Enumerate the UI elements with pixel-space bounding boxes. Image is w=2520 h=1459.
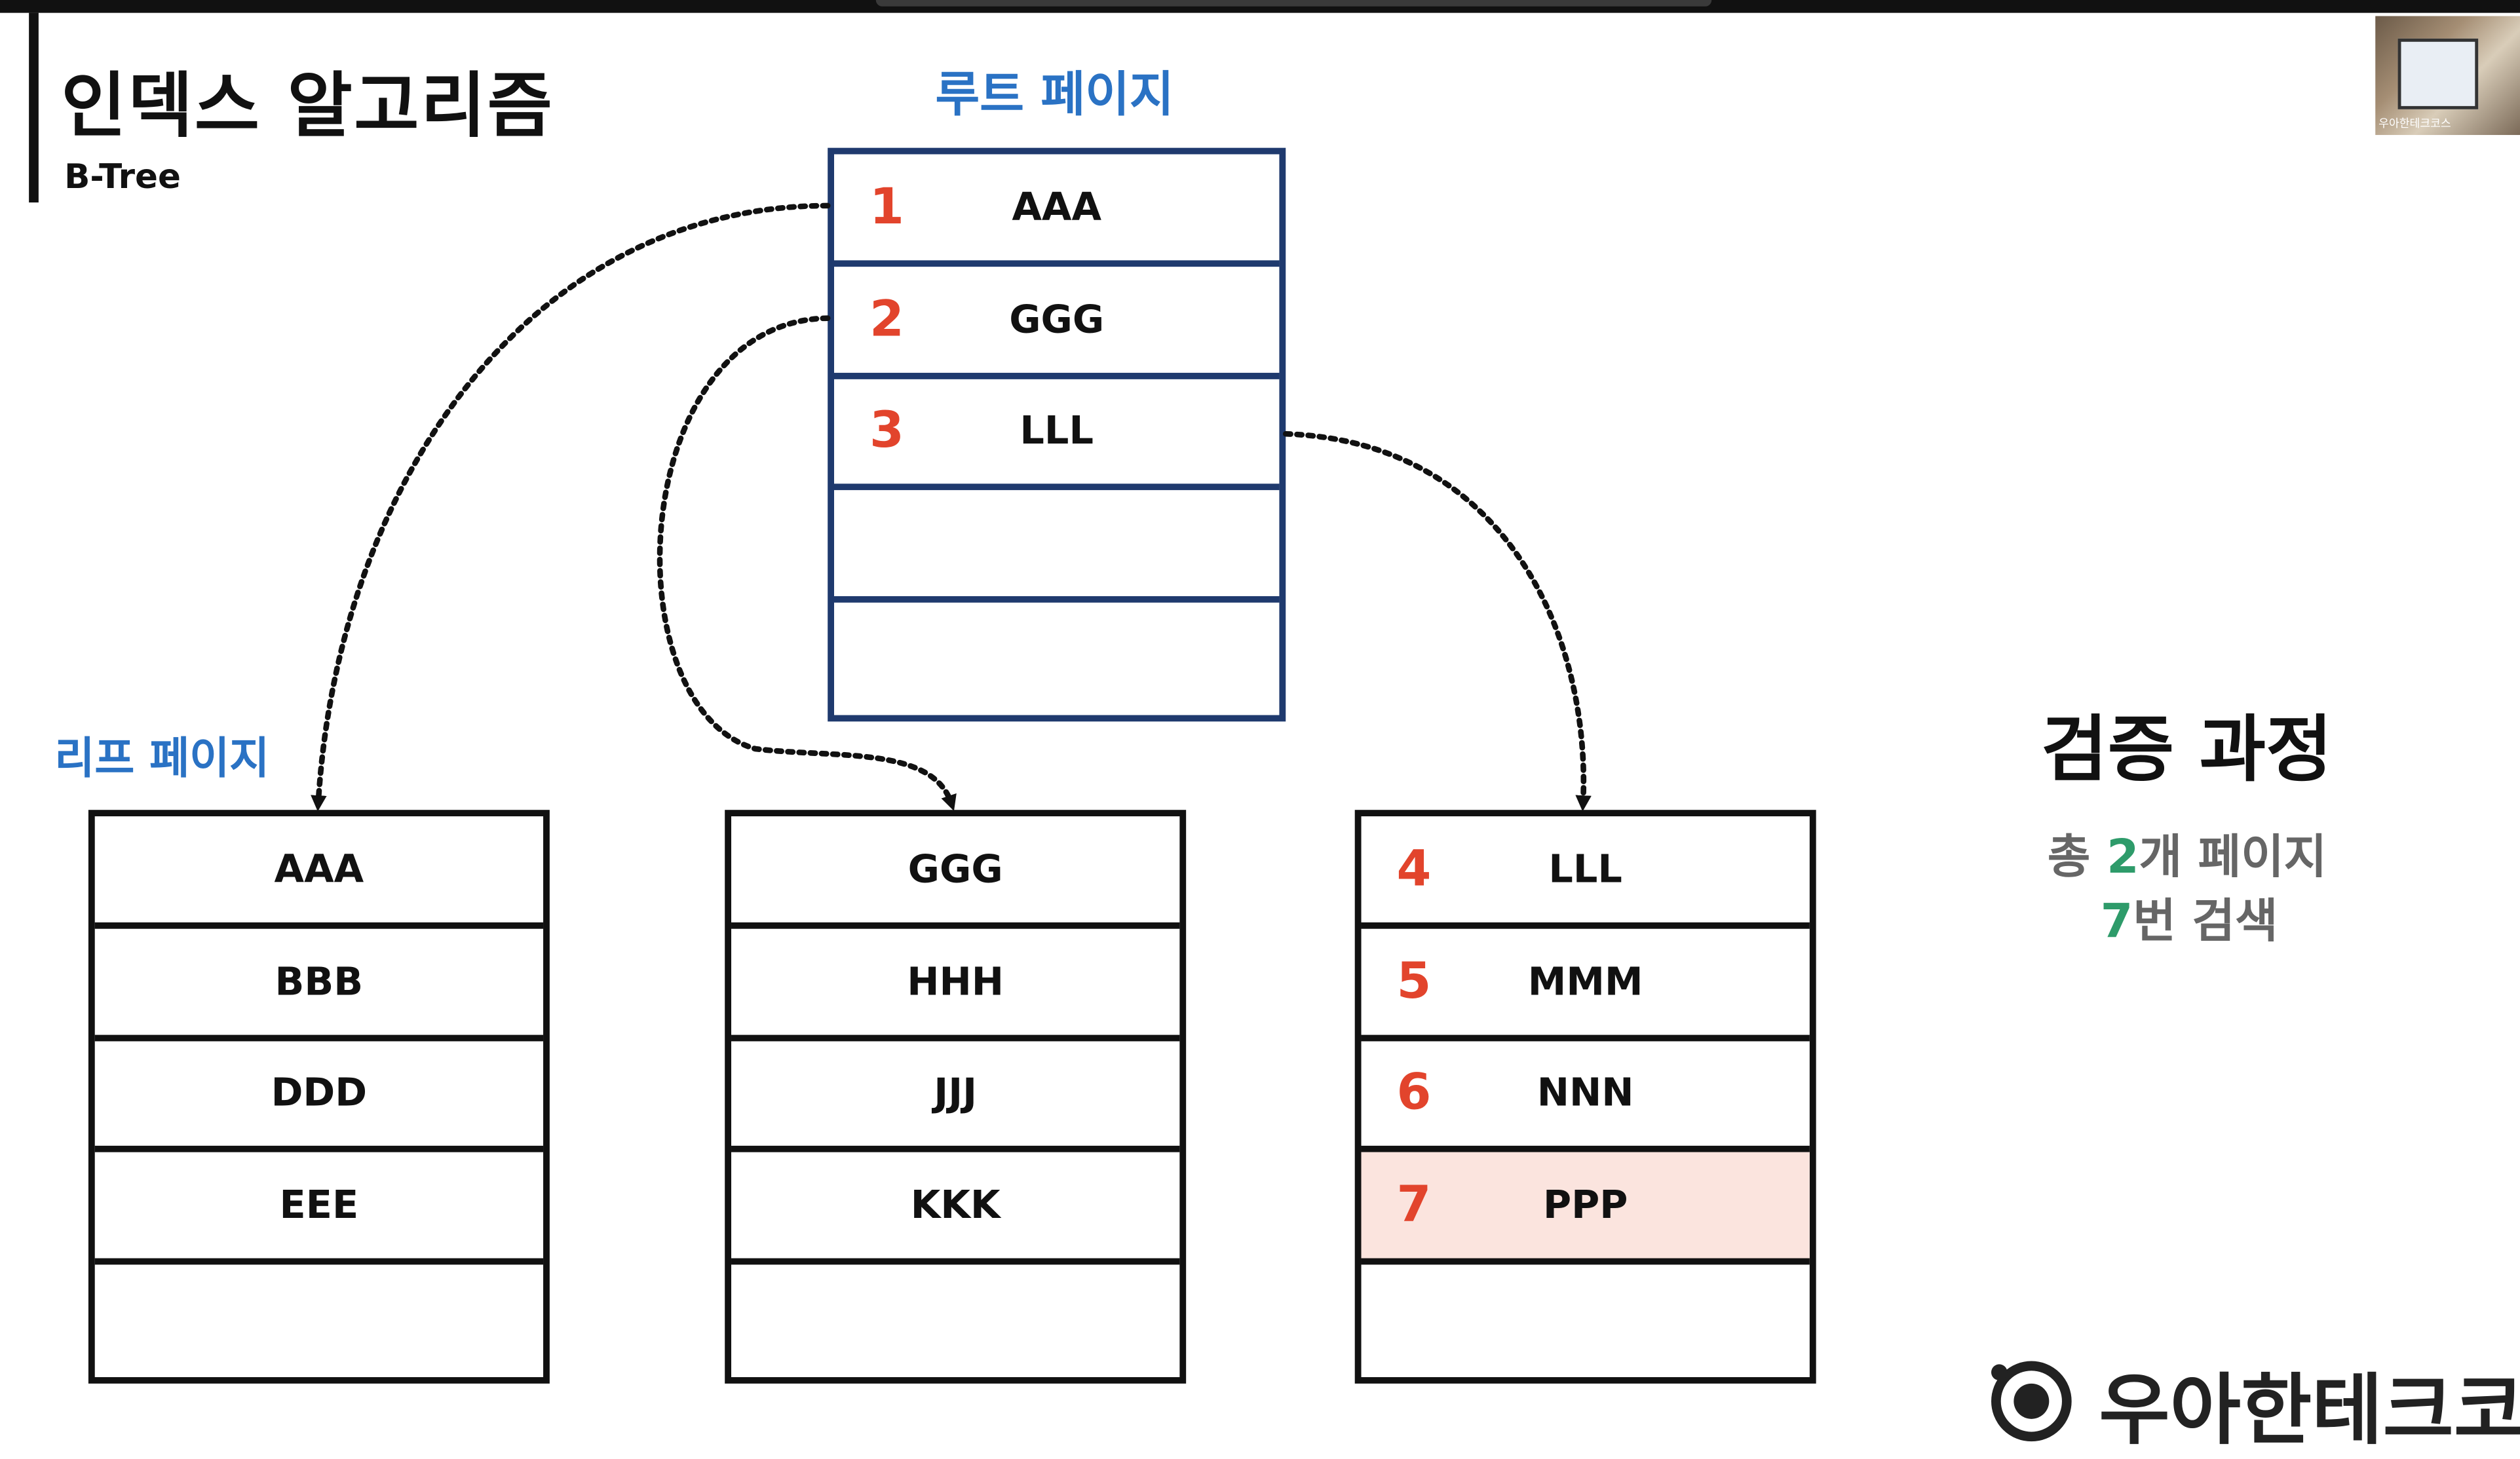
verify-pages-suffix: 개 페이지: [2139, 829, 2327, 884]
verify-pages-prefix: 총: [2047, 829, 2107, 884]
cell-number: 2: [869, 290, 904, 349]
verify-pages-number: 2: [2107, 829, 2139, 884]
page-cell: AAA: [94, 816, 544, 929]
logo-text: 우아한테크코스: [2099, 1365, 2520, 1456]
page-cell: JJJ: [731, 1040, 1180, 1153]
arrow-root-3-to-leaf-3: [1282, 430, 1592, 812]
top-bar: [0, 0, 2520, 13]
cell-value: JJJ: [934, 1071, 978, 1116]
arrow-root-2-to-leaf-2: [657, 315, 957, 812]
cell-value: KKK: [910, 1183, 1001, 1228]
page-cell: 1 AAA: [834, 154, 1280, 267]
logo-mark-icon: [1991, 1361, 2072, 1442]
cell-number: 4: [1396, 840, 1432, 898]
cell-value: DDD: [271, 1071, 368, 1116]
slide-title: 인덱스 알고리즘: [61, 66, 554, 148]
verify-title: 검증 과정: [2041, 707, 2333, 793]
cell-value: AAA: [274, 846, 364, 892]
page-cell: 6 NNN: [1361, 1040, 1810, 1153]
webcam-caption: 우아한테크코스: [2378, 117, 2451, 130]
root-page-label: 루트 페이지: [935, 67, 1174, 124]
page-cell: EEE: [94, 1153, 544, 1265]
cell-value: GGG: [1009, 297, 1105, 342]
page-cell: GGG: [731, 816, 1180, 929]
cell-value: HHH: [907, 958, 1004, 1004]
cell-value: PPP: [1542, 1183, 1628, 1228]
cell-number: 1: [869, 178, 904, 237]
verify-pages-count: 총 2개 페이지: [2048, 820, 2327, 887]
page-cell: 7 PPP: [1361, 1152, 1810, 1265]
cell-number: 7: [1396, 1177, 1432, 1235]
leaf-page-2: GGG HHH JJJ KKK: [725, 810, 1187, 1384]
page-cell: 3 LLL: [834, 379, 1280, 491]
root-page: 1 AAA 2 GGG 3 LLL: [828, 147, 1286, 722]
cell-value: LLL: [1020, 409, 1094, 454]
verify-search-count: 7번 검색: [2101, 884, 2278, 951]
cell-value: MMM: [1527, 958, 1643, 1004]
cell-number: 6: [1396, 1064, 1432, 1123]
webcam-thumbnail: 우아한테크코스: [2375, 16, 2520, 136]
slide-subtitle: B-Tree: [64, 157, 181, 197]
page-cell: 4 LLL: [1361, 816, 1810, 929]
cell-value: NNN: [1537, 1071, 1634, 1116]
cell-value: GGG: [907, 846, 1003, 892]
page-cell: HHH: [731, 928, 1180, 1041]
page-cell: [834, 491, 1280, 603]
arrow-root-1-to-leaf-1: [311, 202, 831, 812]
verify-search-number: 7: [2100, 893, 2133, 949]
cell-number: 5: [1396, 952, 1432, 1011]
leaf-page-1: AAA BBB DDD EEE: [88, 810, 550, 1384]
leaf-page-3: 4 LLL 5 MMM 6 NNN 7 PPP: [1354, 810, 1816, 1384]
cell-value: LLL: [1548, 846, 1622, 892]
verify-search-suffix: 번 검색: [2133, 893, 2278, 949]
cell-value: BBB: [275, 958, 364, 1004]
page-cell: DDD: [94, 1040, 544, 1153]
cell-number: 3: [869, 402, 904, 461]
webcam-screen: [2397, 38, 2479, 109]
page-cell: BBB: [94, 928, 544, 1041]
leaf-page-label: 리프 페이지: [54, 734, 270, 784]
page-cell: KKK: [731, 1153, 1180, 1265]
page-cell: 5 MMM: [1361, 928, 1810, 1041]
page-cell: 2 GGG: [834, 267, 1280, 379]
cell-value: AAA: [1012, 184, 1102, 230]
top-bar-tab: [875, 0, 1712, 7]
cell-value: EEE: [279, 1183, 359, 1228]
title-accent-bar: [29, 12, 39, 203]
